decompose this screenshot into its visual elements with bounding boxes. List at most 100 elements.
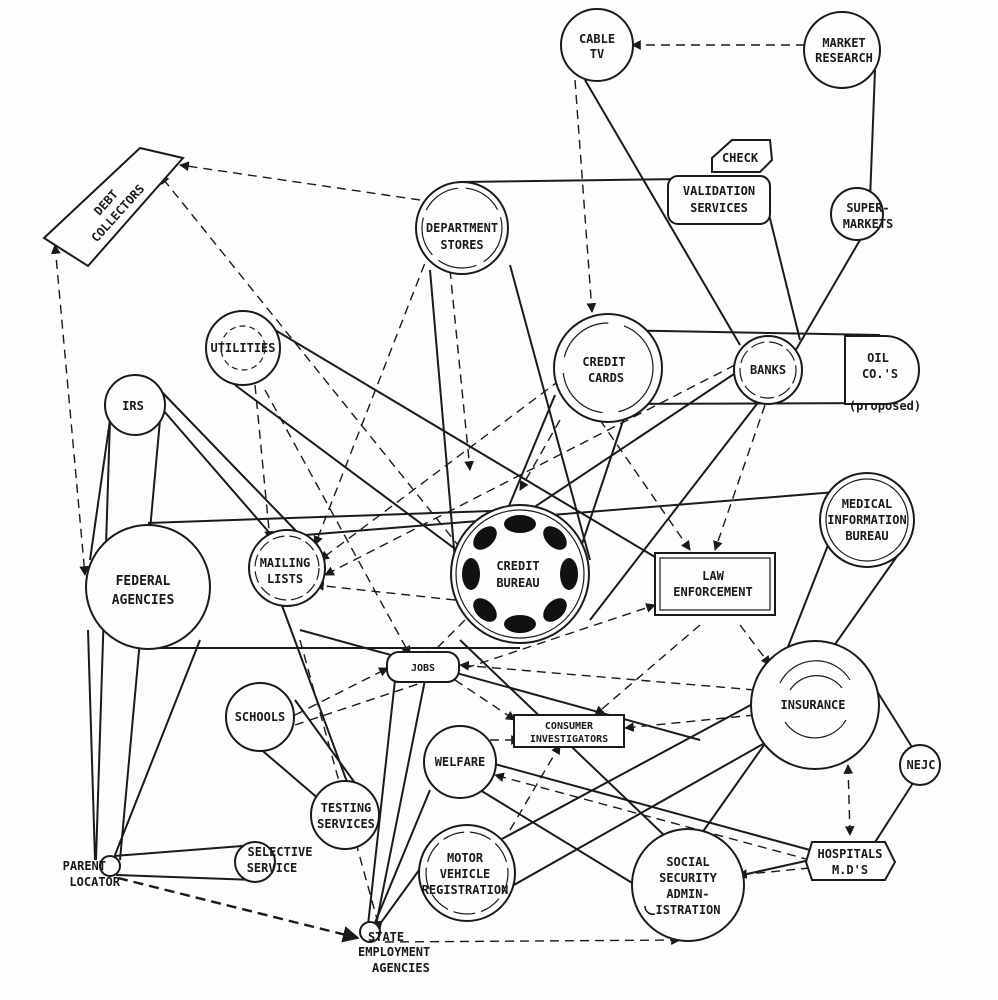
node-federal-agencies: FEDERAL AGENCIES: [85, 524, 211, 650]
link-welfare-ssa: [479, 789, 661, 901]
selective-service-label-1: SELECTIVE: [247, 845, 312, 859]
node-irs: IRS: [104, 374, 166, 436]
mailing-lists-label-1: MAILING: [260, 556, 311, 570]
link-nejc-hospitals: [869, 779, 916, 851]
ssa-label-3: ADMIN-: [666, 887, 709, 901]
arrow-cards-law: [599, 419, 691, 551]
link-cards-oil-bottom: [609, 402, 891, 405]
supermarkets-label-1: SUPER-: [846, 201, 889, 215]
arrow-cards-bureau: [519, 419, 561, 491]
link-federal-creditbureau-top: [147, 509, 521, 524]
mvr-label-1: MOTOR: [447, 851, 484, 865]
arrow-banks-law: [713, 404, 766, 551]
node-supermarkets: SUPER- MARKETS: [830, 187, 894, 241]
link-mailing-mib: [304, 489, 861, 536]
law-enforcement-label-1: LAW: [702, 569, 724, 583]
node-mailing-lists: MAILING LISTS: [248, 529, 326, 607]
hospitals-label-2: M.D'S: [832, 863, 868, 877]
arrow-utilities-mailing: [254, 384, 275, 541]
link-testing-mailing: [279, 599, 351, 791]
mib-label-2: INFORMATION: [827, 513, 906, 527]
validation-label-2: SERVICES: [690, 201, 748, 215]
check-label: CHECK: [722, 151, 759, 165]
link-mailing-law: [299, 629, 701, 741]
irs-label: IRS: [122, 399, 144, 413]
arrow-dept-debt: [179, 161, 421, 201]
arrow-law-consumer: [594, 624, 701, 716]
welfare-label: WELFARE: [435, 755, 486, 769]
arrow-bureau-mailing: [314, 581, 456, 601]
arrow-insurance-consumer: [624, 714, 756, 732]
parent-locator-label-1: PARENT: [63, 859, 106, 873]
node-jobs: JOBS: [386, 651, 460, 683]
link-irs-federal: [89, 419, 111, 561]
arrow-schools-jobs: [294, 667, 389, 716]
schools-label: SCHOOLS: [235, 710, 286, 724]
validation-label-1: VALIDATION: [683, 184, 755, 198]
market-research-label-2: RESEARCH: [815, 51, 873, 65]
link-irs-mailing: [159, 389, 301, 536]
oil-cos-label-2: CO.'S: [862, 367, 898, 381]
link-schools-testing-2: [294, 699, 361, 791]
banks-label: BANKS: [750, 363, 786, 377]
consumer-investigators-label-1: CONSUMER: [545, 721, 594, 732]
mailing-lists-label-2: LISTS: [267, 572, 303, 586]
selective-service-label-2: SERVICE: [247, 861, 298, 875]
link-dept-bureau-left: [429, 269, 456, 561]
solid-connections: [87, 69, 921, 936]
link-mvr-insurance: [499, 699, 761, 841]
node-market-research: MARKET RESEARCH: [803, 11, 881, 89]
law-enforcement-label-2: ENFORCEMENT: [673, 585, 752, 599]
link-supermarkets-banks: [789, 239, 861, 361]
node-oil-cos: OIL CO.'S (proposed): [844, 335, 921, 413]
market-research-label-1: MARKET: [822, 36, 865, 50]
oil-cos-label-1: OIL: [867, 351, 889, 365]
credit-cards-label-2: CARDS: [588, 371, 624, 385]
arrow-dept-bureau: [449, 269, 474, 471]
testing-services-label-1: TESTING: [321, 801, 372, 815]
nejc-label: NEJC: [907, 758, 936, 772]
arrow-dept-mailing: [313, 249, 431, 546]
link-mvr-insurance-2: [504, 739, 771, 891]
node-credit-bureau: CREDIT BUREAU: [450, 504, 590, 644]
hospitals-label-1: HOSPITALS: [817, 847, 882, 861]
arrow-bureau-debt: [159, 174, 471, 561]
link-irs-down: [95, 419, 111, 861]
link-parent-selective-bottom: [115, 874, 256, 881]
node-utilities: UTILITIES: [205, 310, 281, 386]
node-welfare: WELFARE: [423, 725, 497, 799]
oil-cos-proposed-note: (proposed): [849, 399, 921, 413]
ssa-label-2: SECURITY: [659, 871, 718, 885]
node-insurance: INSURANCE: [750, 640, 880, 770]
node-testing-services: TESTING SERVICES: [310, 780, 380, 850]
arrow-utilities-consumer: [264, 389, 411, 656]
state-employment-label-1: STATE: [368, 930, 404, 944]
link-welfare-hospitals: [479, 759, 811, 851]
mvr-label-2: VEHICLE: [440, 867, 491, 881]
arrow-banks-mailing: [324, 364, 736, 576]
utilities-label: UTILITIES: [210, 341, 275, 355]
jobs-label: JOBS: [411, 663, 435, 674]
node-law-enforcement: LAW ENFORCEMENT: [654, 552, 776, 616]
link-dept-bureau-right: [509, 264, 591, 561]
node-department-stores: DEPARTMENT STORES: [415, 181, 509, 275]
mib-label-1: MEDICAL: [842, 497, 893, 511]
arrow-schools-law: [294, 603, 656, 726]
insurance-label: INSURANCE: [780, 698, 845, 712]
arrow-insurance-hospitals: [843, 764, 855, 836]
arrow-parent-state: [117, 876, 360, 943]
credit-bureau-wheel-segments: [462, 515, 578, 633]
link-jobs-state: [367, 679, 396, 926]
mib-label-3: BUREAU: [845, 529, 888, 543]
supermarkets-label-2: MARKETS: [843, 217, 894, 231]
node-motor-vehicle-registration: MOTOR VEHICLE REGISTRATION: [418, 824, 516, 922]
federal-agencies-label-1: FEDERAL: [116, 574, 171, 589]
arrow-insurance-jobs: [459, 660, 756, 691]
node-state-employment-agencies: STATE EMPLOYMENT AGENCIES: [358, 921, 430, 975]
node-medical-information-bureau: MEDICAL INFORMATION BUREAU: [819, 472, 915, 568]
credit-bureau-label-2: BUREAU: [496, 576, 539, 590]
node-credit-cards: CREDIT CARDS: [553, 313, 663, 423]
arrow-mvr-consumer: [509, 744, 561, 831]
consumer-investigators-label-2: INVESTIGATORS: [530, 734, 608, 745]
